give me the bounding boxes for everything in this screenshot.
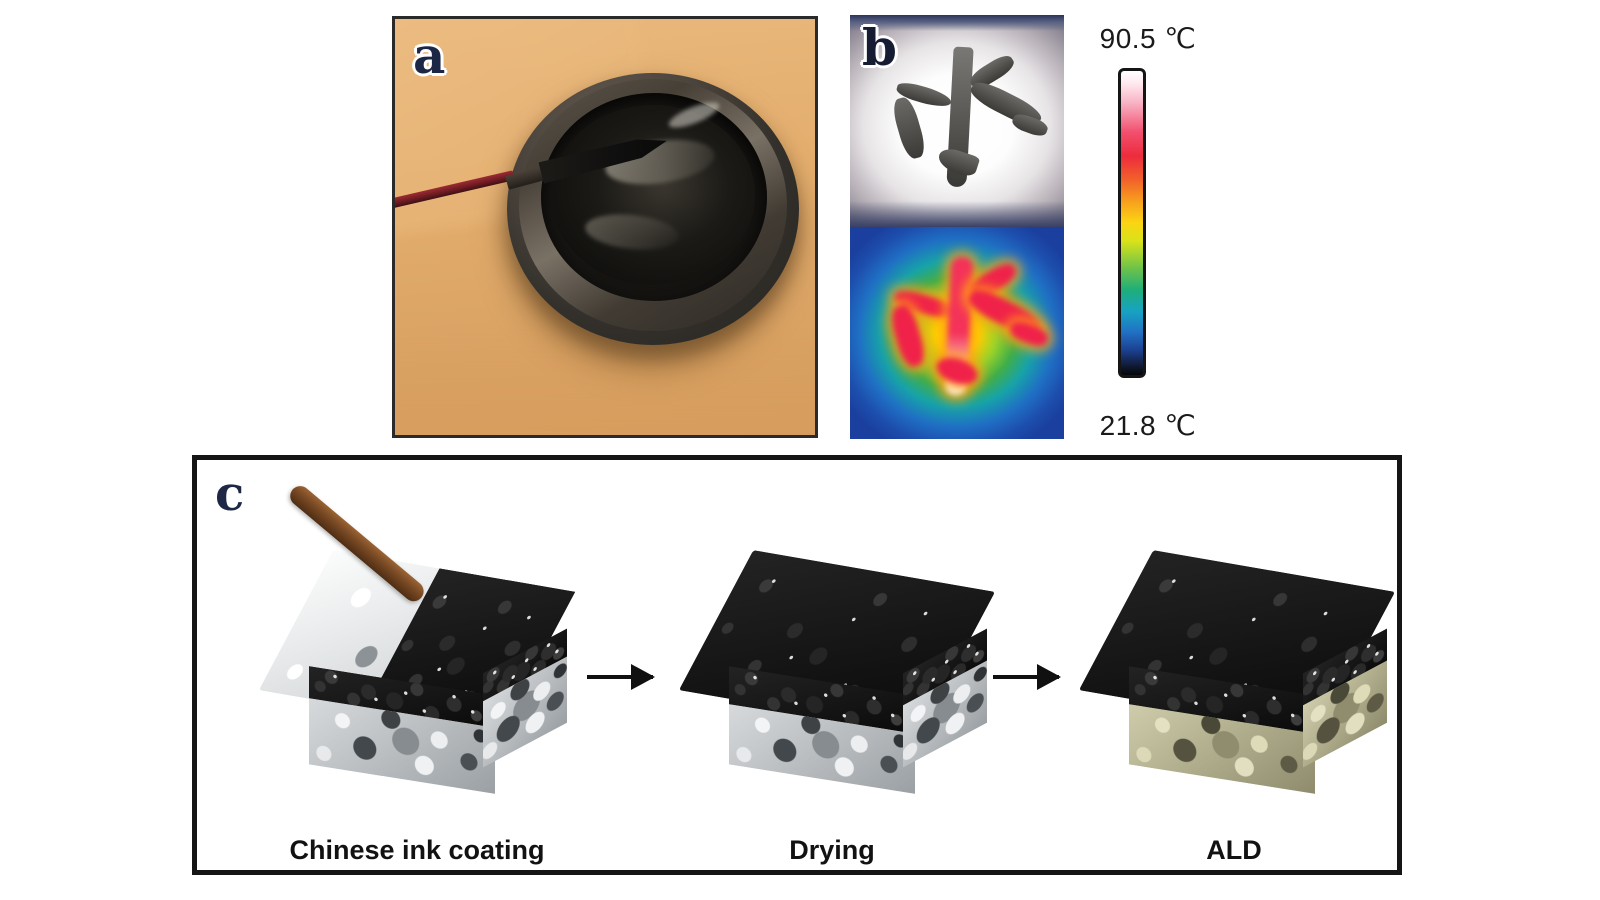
hot-stroke-right-tail — [1008, 319, 1050, 349]
step-2-caption: Drying — [789, 835, 875, 865]
ink-character-water — [884, 41, 1050, 201]
panel-a-photograph: a — [392, 16, 818, 438]
step-3-caption: ALD — [1206, 835, 1262, 865]
optical-photograph-view — [850, 15, 1064, 227]
process-step-1: Chinese ink coating — [237, 460, 597, 870]
panel-c-label: c — [215, 466, 245, 522]
infrared-thermal-view — [850, 227, 1064, 439]
colorbar-min-label: 21.8 ℃ — [1099, 410, 1197, 441]
colorbar-max-label: 90.5 ℃ — [1099, 23, 1197, 54]
stroke-center-hook — [935, 145, 981, 179]
paper-shadow — [395, 339, 815, 435]
colorbar-gradient — [1118, 68, 1146, 378]
panel-a-label: a — [413, 26, 446, 85]
foam-block-ald-coated — [1078, 550, 1396, 794]
temperature-colorbar: 90.5 ℃ 21.8 ℃ — [1078, 22, 1218, 442]
thermal-character-water — [884, 251, 1050, 411]
foam-block-ink-coated — [678, 550, 996, 794]
process-arrow-1 — [587, 664, 655, 690]
hot-stroke-center-hook — [933, 353, 981, 389]
process-arrow-2 — [993, 664, 1061, 690]
panel-b-label: b — [862, 18, 897, 77]
chinese-ink-pool — [551, 105, 755, 285]
process-step-2: Drying — [667, 460, 997, 870]
process-step-3: ALD — [1069, 460, 1397, 870]
panel-c-process-schematic: c Chinese ink coa — [192, 455, 1402, 875]
panel-b-thermal-pair: b — [850, 15, 1064, 439]
stroke-left-bottom — [889, 95, 929, 161]
step-1-caption: Chinese ink coating — [289, 835, 545, 865]
